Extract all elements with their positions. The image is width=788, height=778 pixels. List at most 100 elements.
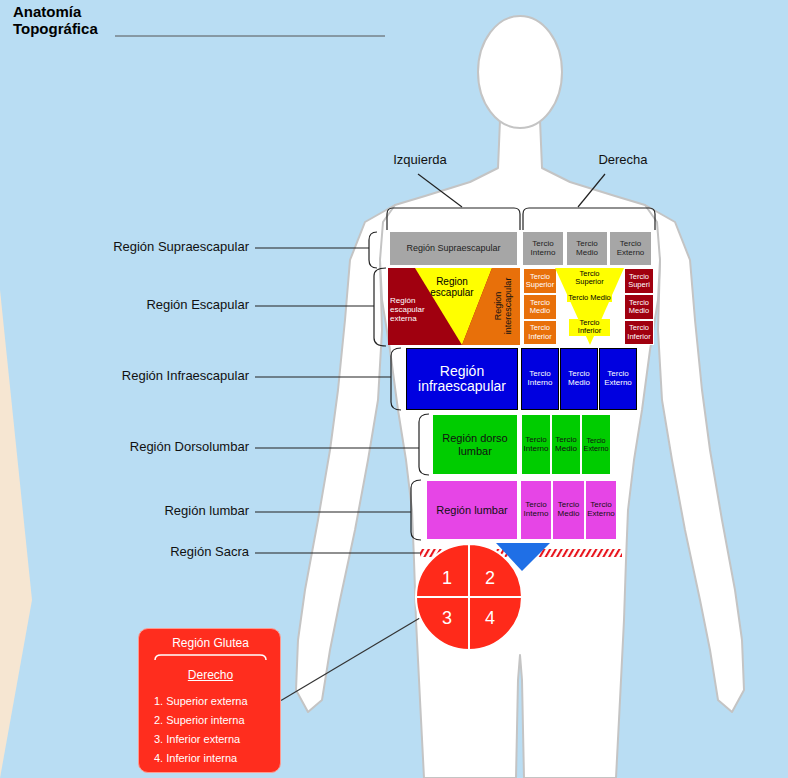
gluteal-quadrant: 3 bbox=[416, 597, 469, 650]
region-label: Región Escapular bbox=[30, 298, 250, 312]
leader-line bbox=[255, 376, 391, 377]
legend-brace bbox=[155, 655, 266, 660]
region-name: Tercio Medio bbox=[553, 501, 584, 519]
side-label: Izquierda bbox=[380, 153, 460, 167]
third-box: Tercio Superi bbox=[624, 268, 654, 294]
bracket bbox=[391, 348, 401, 410]
gluteal-quadrant: 2 bbox=[469, 544, 522, 597]
region-name: Tercio Medio bbox=[561, 370, 597, 388]
third-box: Tercio Superior bbox=[523, 268, 557, 294]
callout-number: 4 bbox=[477, 609, 503, 629]
callout-number: 2 bbox=[477, 569, 503, 589]
region-name: Tercio Externo bbox=[582, 437, 610, 453]
region-name: Región lumbar bbox=[427, 504, 517, 516]
region-name: Tercio Medio bbox=[552, 436, 580, 454]
region-name: Tercio Externo bbox=[610, 240, 651, 258]
node-shape bbox=[469, 544, 522, 597]
third-box: Tercio Externo bbox=[581, 414, 611, 475]
legend-title: Región Glutea bbox=[139, 637, 282, 650]
third-box: Tercio Medio bbox=[551, 414, 581, 475]
head bbox=[478, 16, 562, 128]
region-name: Tercio Superior bbox=[524, 273, 556, 290]
region-name: Región infraescapular bbox=[407, 364, 517, 395]
third-box: Tercio Inferior bbox=[624, 320, 654, 345]
bracket bbox=[419, 414, 429, 475]
region-name: Region interescapular bbox=[493, 267, 513, 344]
third-box: Tercio Medio bbox=[567, 232, 607, 265]
region-name: Región dorso lumbar bbox=[433, 432, 517, 456]
leader-line bbox=[255, 511, 411, 512]
legend-item: 3. Inferior externa bbox=[153, 733, 278, 745]
region-name: Tercio Superior bbox=[565, 270, 614, 287]
region-name: Tercio Medio bbox=[567, 294, 612, 302]
gluteal-legend-box: Región GluteaDerecho 1. Superior externa 2… bbox=[138, 628, 281, 773]
third-box: Tercio Inferior bbox=[523, 320, 557, 345]
side-label: Derecha bbox=[588, 153, 658, 167]
region-name: Región escapular externa bbox=[389, 297, 427, 323]
region-box: Región escapular externaRegion escapular… bbox=[388, 268, 520, 345]
triangle-region: Tercio SuperiorTercio MedioTercio Inferi… bbox=[555, 268, 624, 345]
callout-number: 3 bbox=[434, 609, 460, 629]
third-box: Tercio Externo bbox=[585, 480, 617, 540]
legend-subtitle: Derecho bbox=[139, 669, 282, 682]
region-name: Tercio Externo bbox=[586, 501, 616, 519]
region-name: Tercio Interno bbox=[523, 240, 563, 258]
region-label: Región lumbar bbox=[30, 504, 250, 518]
region-name: Region escapular bbox=[421, 276, 483, 298]
third-box: Tercio Interno bbox=[521, 348, 559, 410]
node-shape bbox=[462, 268, 520, 345]
region-label: Región Supraescapular bbox=[30, 240, 250, 254]
region-name: Tercio Superi bbox=[625, 273, 653, 290]
third-box: Tercio Medio bbox=[560, 348, 598, 410]
region-box: Región lumbar bbox=[426, 480, 518, 540]
bracket bbox=[374, 268, 386, 346]
third-box: Tercio Interno bbox=[523, 232, 563, 265]
gluteal-quadrant: 4 bbox=[469, 597, 522, 650]
region-label: Región Sacra bbox=[30, 545, 250, 559]
page-title: Anatomía Topográfica bbox=[12, 4, 117, 37]
region-name: Tercio Medio bbox=[524, 299, 556, 316]
region-label: Región Infraescapular bbox=[30, 369, 250, 383]
region-label: Región Dorsolumbar bbox=[30, 440, 250, 454]
legend-item: 1. Superior externa bbox=[153, 695, 278, 707]
region-name: Tercio Inferior bbox=[569, 319, 610, 336]
legend-item: 2. Superior interna bbox=[153, 714, 278, 726]
title-underline bbox=[115, 36, 385, 37]
leader-line bbox=[281, 618, 420, 701]
gluteal-quadrant: 1 bbox=[416, 544, 469, 597]
bracket bbox=[411, 480, 421, 540]
bracket bbox=[387, 208, 520, 230]
bracket bbox=[523, 208, 655, 230]
region-box: Región Supraescapular bbox=[390, 232, 517, 265]
leader-line bbox=[418, 174, 462, 207]
third-box: Tercio Medio bbox=[552, 480, 585, 540]
leader-line bbox=[255, 247, 369, 248]
node-outline bbox=[469, 597, 522, 650]
torso-legs bbox=[380, 120, 660, 778]
leader-line bbox=[255, 305, 374, 306]
node-shape bbox=[555, 268, 624, 345]
node-shape bbox=[416, 597, 469, 650]
region-box: Región infraescapular bbox=[406, 348, 518, 410]
region-name: Tercio Externo bbox=[600, 370, 636, 388]
third-box: Tercio Interno bbox=[520, 480, 552, 540]
third-box: Tercio Externo bbox=[610, 232, 651, 265]
bracket bbox=[369, 232, 377, 268]
region-name: Región Supraescapular bbox=[390, 244, 517, 254]
region-name: Tercio Inferior bbox=[625, 324, 653, 341]
legend-item: 4. Inferior interna bbox=[153, 752, 278, 764]
region-name: Tercio Medio bbox=[567, 240, 607, 258]
third-box: Tercio Externo bbox=[599, 348, 637, 410]
node-shape bbox=[469, 597, 522, 650]
leader-line bbox=[578, 174, 605, 207]
third-box: Tercio Medio bbox=[523, 294, 557, 320]
interscapular-region: Region interescapular bbox=[462, 268, 520, 345]
region-name: Tercio Inferior bbox=[524, 324, 556, 341]
leader-line bbox=[255, 447, 419, 448]
third-box: Tercio Interno bbox=[521, 414, 551, 475]
node-shape bbox=[416, 544, 469, 597]
third-box: Tercio Medio bbox=[624, 294, 654, 320]
node-outline bbox=[469, 544, 522, 597]
